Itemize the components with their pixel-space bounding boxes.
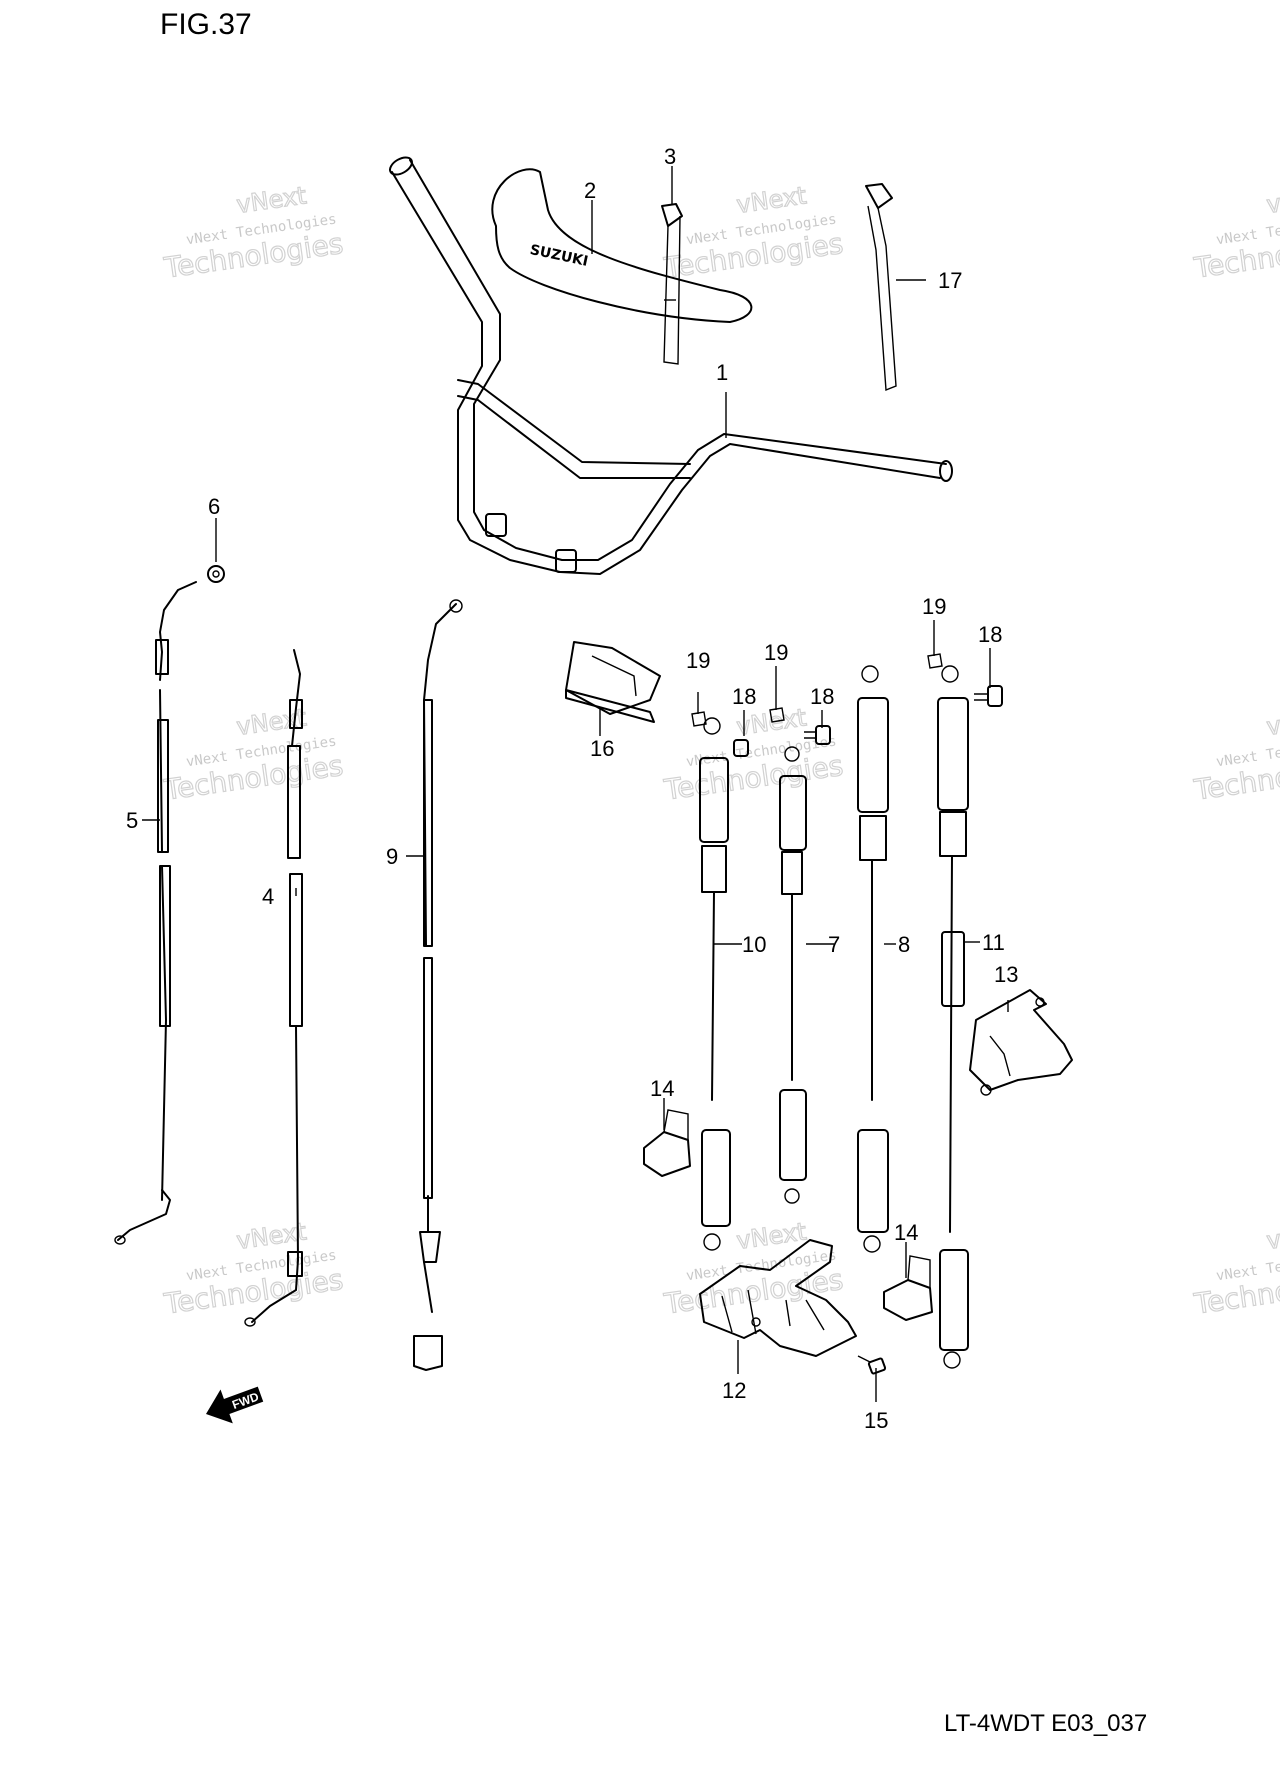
callout-labels: 1 2 3 4 5 6 7 8 9 10 11 12 13 14 14 15 1… bbox=[126, 144, 1018, 1433]
part-bracket-16 bbox=[565, 641, 661, 723]
part-cable-10 bbox=[699, 717, 731, 1251]
part-cable-4 bbox=[244, 649, 303, 1327]
callout-17: 17 bbox=[938, 268, 962, 293]
callout-14a: 14 bbox=[650, 1076, 674, 1101]
callout-12: 12 bbox=[722, 1378, 746, 1403]
callout-6: 6 bbox=[208, 494, 220, 519]
callout-19a: 19 bbox=[686, 648, 710, 673]
part-bolt-18b bbox=[804, 725, 831, 745]
callout-10: 10 bbox=[742, 932, 766, 957]
callout-13: 13 bbox=[994, 962, 1018, 987]
callout-4: 4 bbox=[262, 884, 274, 909]
part-bolt-15 bbox=[857, 1355, 887, 1375]
watermark: vNext vNext Technologies Technologies vN… bbox=[161, 181, 1280, 1321]
part-handlebar bbox=[389, 156, 953, 575]
callout-7: 7 bbox=[828, 932, 840, 957]
callout-16: 16 bbox=[590, 736, 614, 761]
callout-14b: 14 bbox=[894, 1220, 918, 1245]
svg-text:vNext: vNext bbox=[735, 181, 808, 218]
svg-text:vNext: vNext bbox=[1265, 181, 1280, 218]
part-clip-19a bbox=[691, 711, 707, 727]
callout-19b: 19 bbox=[764, 640, 788, 665]
callout-8: 8 bbox=[898, 932, 910, 957]
part-bolt-18c bbox=[733, 739, 749, 757]
callout-15: 15 bbox=[864, 1408, 888, 1433]
part-bracket-12 bbox=[699, 1239, 857, 1357]
callout-18c: 18 bbox=[810, 684, 834, 709]
callout-19c: 19 bbox=[922, 594, 946, 619]
part-clamp-strap bbox=[865, 183, 897, 392]
part-bracket-13 bbox=[969, 989, 1073, 1096]
part-cable-8 bbox=[857, 665, 889, 1253]
callout-9: 9 bbox=[386, 844, 398, 869]
drawing-code: LT-4WDT E03_037 bbox=[944, 1710, 1148, 1737]
svg-text:vNext: vNext bbox=[1265, 1217, 1280, 1254]
fwd-arrow-icon: FWD bbox=[206, 1386, 264, 1424]
part-cable-11 bbox=[937, 665, 969, 1369]
callout-3: 3 bbox=[664, 144, 676, 169]
callout-5: 5 bbox=[126, 808, 138, 833]
part-cable-7 bbox=[779, 746, 807, 1204]
part-clip-19c bbox=[927, 653, 943, 669]
callout-18b: 18 bbox=[732, 684, 756, 709]
part-clip-19b bbox=[769, 707, 785, 723]
leader-lines bbox=[142, 166, 1009, 1402]
figure-title: FIG.37 bbox=[160, 8, 252, 41]
part-cable-9 bbox=[413, 599, 463, 1371]
callout-2: 2 bbox=[584, 178, 596, 203]
part-cable-5 bbox=[114, 581, 197, 1245]
part-clip-14a bbox=[643, 1109, 691, 1177]
part-washer bbox=[207, 565, 225, 583]
svg-text:FWD: FWD bbox=[230, 1389, 261, 1412]
part-tie-strap bbox=[661, 203, 683, 365]
part-clip-14b bbox=[883, 1255, 933, 1321]
part-bolt-18a bbox=[974, 685, 1003, 707]
svg-text:SUZUKI: SUZUKI bbox=[528, 242, 589, 270]
callout-1: 1 bbox=[716, 360, 728, 385]
svg-text:vNext: vNext bbox=[235, 181, 308, 218]
callout-18a: 18 bbox=[978, 622, 1002, 647]
callout-11: 11 bbox=[982, 930, 1005, 955]
svg-text:vNext: vNext bbox=[1265, 703, 1280, 740]
svg-text:vNext: vNext bbox=[235, 703, 308, 740]
